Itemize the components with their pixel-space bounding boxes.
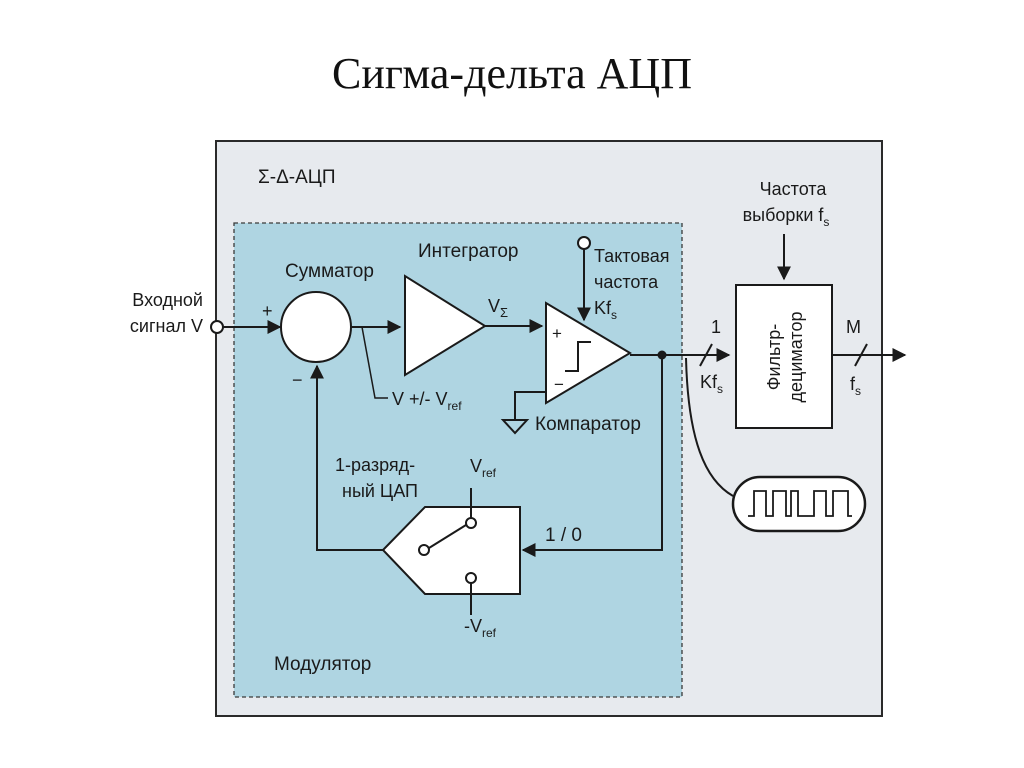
input-label-line2: сигнал V [130, 316, 203, 336]
wire-feedback-to-dac [521, 355, 663, 557]
sum-note: V +/- Vref [392, 389, 462, 413]
dac-label-line2: ный ЦАП [342, 481, 418, 501]
integrator-label: Интегратор [418, 241, 518, 262]
dac-switch-pivot [418, 544, 430, 556]
dac-label-line1: 1-разряд- [335, 455, 415, 475]
modulator-region [233, 222, 683, 698]
wire-sum-note-leader [361, 326, 388, 399]
slide-title: Сигма-дельта АЦП [332, 49, 692, 98]
input-terminal [210, 320, 224, 334]
adc-outer-label: Σ-Δ-АЦП [258, 167, 335, 188]
summator-plus: + [262, 301, 273, 321]
comparator-label: Компаратор [535, 414, 641, 435]
vref-bottom-label: -Vref [464, 616, 497, 640]
integrator-triangle [404, 274, 487, 377]
dac-contact-top [465, 517, 477, 529]
bitstream-leader [685, 357, 734, 497]
summator-circle [280, 291, 352, 363]
filter-decimator-box [735, 284, 833, 429]
bus-slash-m [854, 343, 868, 367]
wire-dac-to-summator [310, 364, 383, 551]
stream-rate-label: Kfs [700, 372, 723, 396]
wire-comparator-ground [514, 391, 546, 420]
filter-label: Фильтр-дециматор [764, 312, 806, 403]
dac-body [381, 506, 521, 595]
sampling-label-line1: Частота [760, 179, 828, 199]
comparator-minus: − [554, 375, 564, 394]
comparator-triangle [545, 301, 632, 405]
input-label-line1: Входной [132, 290, 203, 310]
clock-label-line1: Тактовая [594, 246, 669, 266]
clock-label-line3: Kfs [594, 298, 617, 322]
bitstream-waveform [748, 490, 852, 517]
comparator-step-symbol [565, 341, 591, 372]
vref-top-label: Vref [470, 456, 497, 480]
dac-switch-arm [428, 524, 467, 549]
clock-label-line2: частота [594, 272, 659, 292]
summator-minus: − [292, 370, 303, 390]
summator-label: Сумматор [285, 261, 374, 282]
output-rate-label: fs [850, 374, 861, 398]
comparator-plus: + [552, 324, 562, 343]
bitstream-callout [731, 475, 867, 533]
dac-contact-bottom [465, 572, 477, 584]
output-bits-label: M [846, 317, 861, 337]
integrator-output-label: VΣ [488, 296, 508, 320]
sampling-label-line2: выборки fs [743, 205, 830, 229]
stream-bits-label: 1 [711, 317, 721, 337]
bus-slash-1bit [699, 343, 713, 367]
feedback-label: 1 / 0 [545, 525, 582, 546]
modulator-label: Модулятор [274, 654, 371, 675]
clock-terminal [577, 236, 591, 250]
ground-icon [500, 419, 530, 435]
